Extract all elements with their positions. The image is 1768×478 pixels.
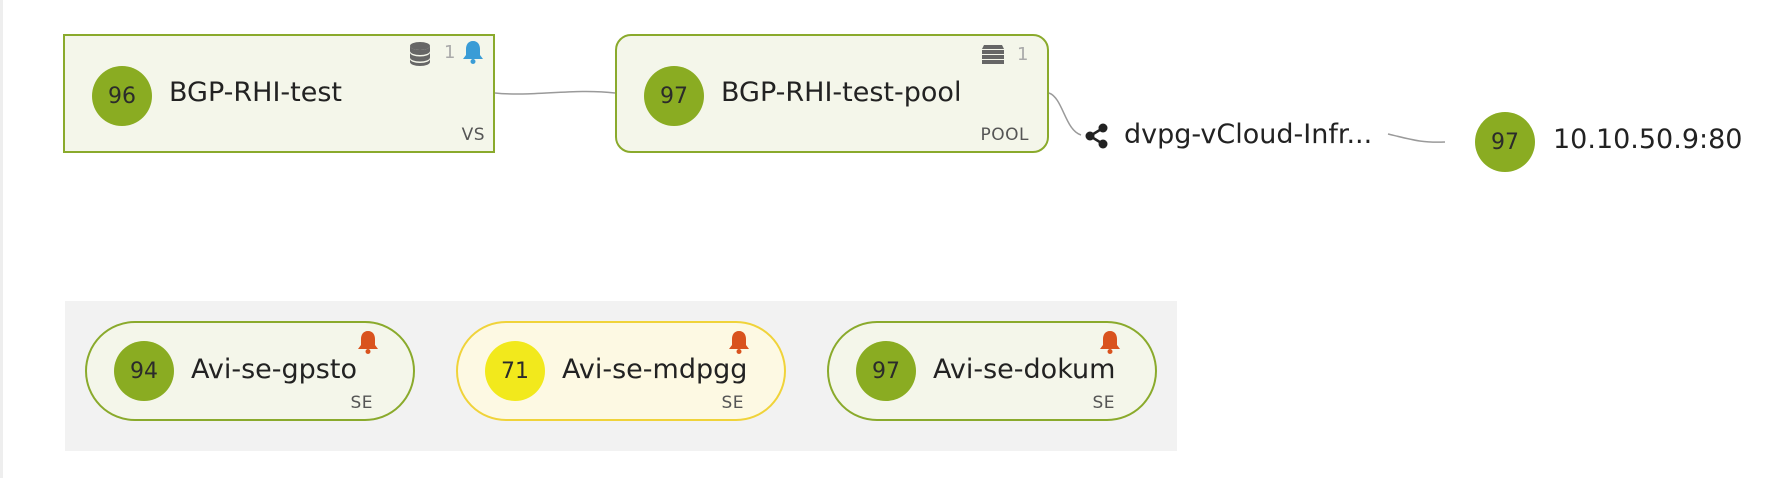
se-type-label: SE: [721, 393, 744, 413]
link-network-server: [1387, 133, 1446, 143]
se-type-label: SE: [350, 393, 373, 413]
service-engine-node[interactable]: 97 Avi-se-dokum SE: [827, 321, 1157, 421]
se-name: Avi-se-mdpgg: [562, 354, 748, 385]
pool-name: BGP-RHI-test-pool: [721, 77, 962, 108]
virtual-service-node[interactable]: 96 BGP-RHI-test 1 VS: [63, 34, 495, 153]
vs-count: 1: [444, 42, 456, 63]
vs-type-label: VS: [461, 125, 485, 145]
link-pool-network: [1048, 92, 1082, 136]
se-health-score: 94: [114, 341, 174, 401]
pool-type-label: POOL: [980, 125, 1029, 145]
database-icon: [410, 42, 430, 66]
vs-name: BGP-RHI-test: [169, 77, 343, 108]
se-name: Avi-se-dokum: [933, 354, 1116, 385]
link-vs-pool: [494, 90, 616, 95]
service-engine-node[interactable]: 71 Avi-se-mdpgg SE: [456, 321, 786, 421]
pool-node[interactable]: 97 BGP-RHI-test-pool 1 POOL: [615, 34, 1049, 153]
bell-icon[interactable]: [727, 329, 751, 355]
topology-links: [494, 90, 1446, 143]
server-stack-icon: [982, 45, 1004, 64]
se-health-score: 97: [856, 341, 916, 401]
se-health-score: 71: [485, 341, 545, 401]
bell-icon[interactable]: [1098, 329, 1122, 355]
se-type-label: SE: [1092, 393, 1115, 413]
service-engine-node[interactable]: 94 Avi-se-gpsto SE: [85, 321, 415, 421]
service-engine-group: 94 Avi-se-gpsto SE 71 Avi-se-mdpgg SE 97…: [65, 301, 1177, 451]
bell-icon[interactable]: [461, 39, 485, 65]
pool-health-score: 97: [644, 66, 704, 126]
vs-health-score: 96: [92, 66, 152, 126]
share-nodes-icon[interactable]: [1084, 123, 1110, 149]
bell-icon[interactable]: [356, 329, 380, 355]
pool-count: 1: [1017, 44, 1029, 65]
se-name: Avi-se-gpsto: [191, 354, 357, 385]
server-health-score[interactable]: 97: [1475, 112, 1535, 172]
network-name[interactable]: dvpg-vCloud-Infr...: [1124, 119, 1373, 150]
server-address[interactable]: 10.10.50.9:80: [1553, 124, 1743, 155]
